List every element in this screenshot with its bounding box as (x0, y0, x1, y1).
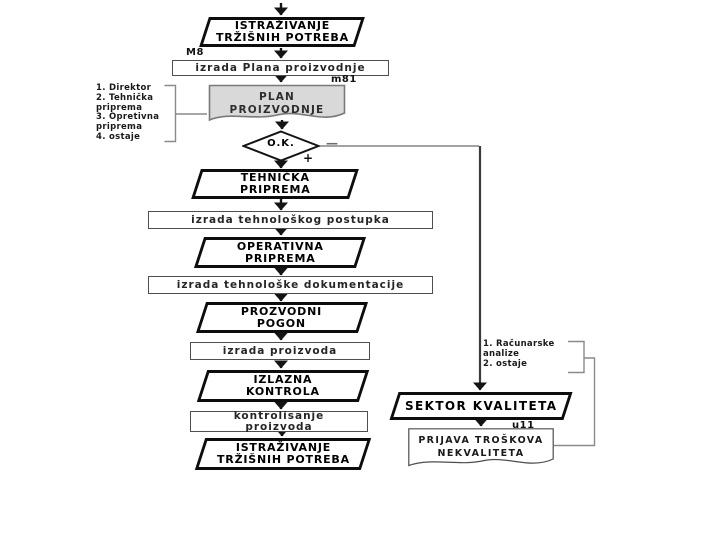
right-note-bracket (568, 340, 585, 374)
note-line: priprema (96, 122, 143, 133)
note-plan-responsibles: 1. Direktor 2. Tehnička priprema 3. Opre… (96, 83, 160, 143)
note-sektor-tools: 1. Računarske analize 2. ostaje (483, 339, 555, 369)
node-istrazivanje-bottom: ISTRAŽIVANJE TRŽIŠNIH POTREBA (194, 438, 372, 470)
left-note-bracket (164, 84, 177, 143)
node-istrazivanje-top: ISTRAŽIVANJE TRŽIŠNIH POTREBA (199, 17, 365, 47)
label-m81: m81 (331, 74, 357, 85)
note-line: 1. Računarske (483, 339, 555, 349)
node-label: KONTROLA (246, 385, 320, 398)
node-label: PRIJAVA TROŠKOVA NEKVALITETA (418, 435, 544, 459)
node-izrada-tehnoloskog-postupka: izrada tehnološkog postupka (148, 211, 433, 229)
node-label: POGON (257, 316, 307, 330)
node-kontrolisanje-proizvoda: kontrolisanje proizvoda (190, 411, 368, 432)
decision-ok: O.K. (240, 130, 322, 162)
node-label: PRIPREMA (239, 183, 311, 196)
node-label: izrada tehnološke dokumentacije (176, 278, 405, 291)
node-label: TRŽIŠNIH POTREBA (216, 453, 350, 466)
node-izlazna-kontrola: IZLAZNA KONTROLA (196, 370, 370, 402)
node-label: PROZVODNI (241, 304, 323, 318)
note-line: 4. ostaje (96, 131, 141, 142)
note-line: 3. Opretivna (96, 112, 160, 123)
note-line: 2. Tehnička (96, 92, 154, 103)
note-line: analize (483, 348, 520, 359)
node-izrada-plana: izrada Plana proizvodnje (172, 60, 389, 76)
node-izrada-proizvoda: izrada proizvoda (190, 342, 370, 360)
document-shape (408, 428, 554, 467)
right-note-connector (554, 357, 596, 447)
document-shape (208, 84, 346, 122)
note-line: 2. ostaje (483, 358, 528, 369)
node-sektor-kvaliteta: SEKTOR KVALITETA (389, 392, 573, 420)
node-plan-proizvodnje-doc: PLAN PROIZVODNJE (208, 84, 346, 128)
node-label: izrada proizvoda (222, 344, 338, 357)
note-line: 1. Direktor (96, 83, 152, 93)
node-label: TRŽIŠNIH POTREBA (215, 31, 349, 44)
node-label: OPERATIVNA (236, 239, 324, 253)
node-izrada-tehnoloske-dokumentacije: izrada tehnološke dokumentacije (148, 276, 433, 294)
label-minus: — (326, 136, 339, 150)
node-label: izrada tehnološkog postupka (191, 213, 390, 226)
label-plus: + (303, 151, 314, 165)
node-label: PLAN PROIZVODNJE (229, 91, 325, 116)
node-label: izrada Plana proizvodnje (195, 61, 366, 74)
node-proizvodni-pogon: PROZVODNI POGON (195, 302, 369, 333)
diamond-shape (240, 130, 322, 162)
node-prijava-troskova-doc: PRIJAVA TROŠKOVA NEKVALITETA (408, 428, 554, 472)
node-operativna-priprema: OPERATIVNA PRIPREMA (193, 237, 367, 268)
node-tehnicka-priprema: TEHNIČKA PRIPREMA (191, 169, 359, 199)
note-line: priprema (96, 102, 143, 113)
node-label: PRIPREMA (244, 251, 316, 265)
decision-label: O.K. (267, 138, 295, 149)
node-label: SEKTOR KVALITETA (404, 399, 558, 413)
node-label: proizvoda (245, 420, 313, 433)
label-m8: M8 (186, 47, 204, 58)
node-label: kontrolisanje (233, 410, 325, 422)
label-u11: u11 (512, 420, 535, 431)
